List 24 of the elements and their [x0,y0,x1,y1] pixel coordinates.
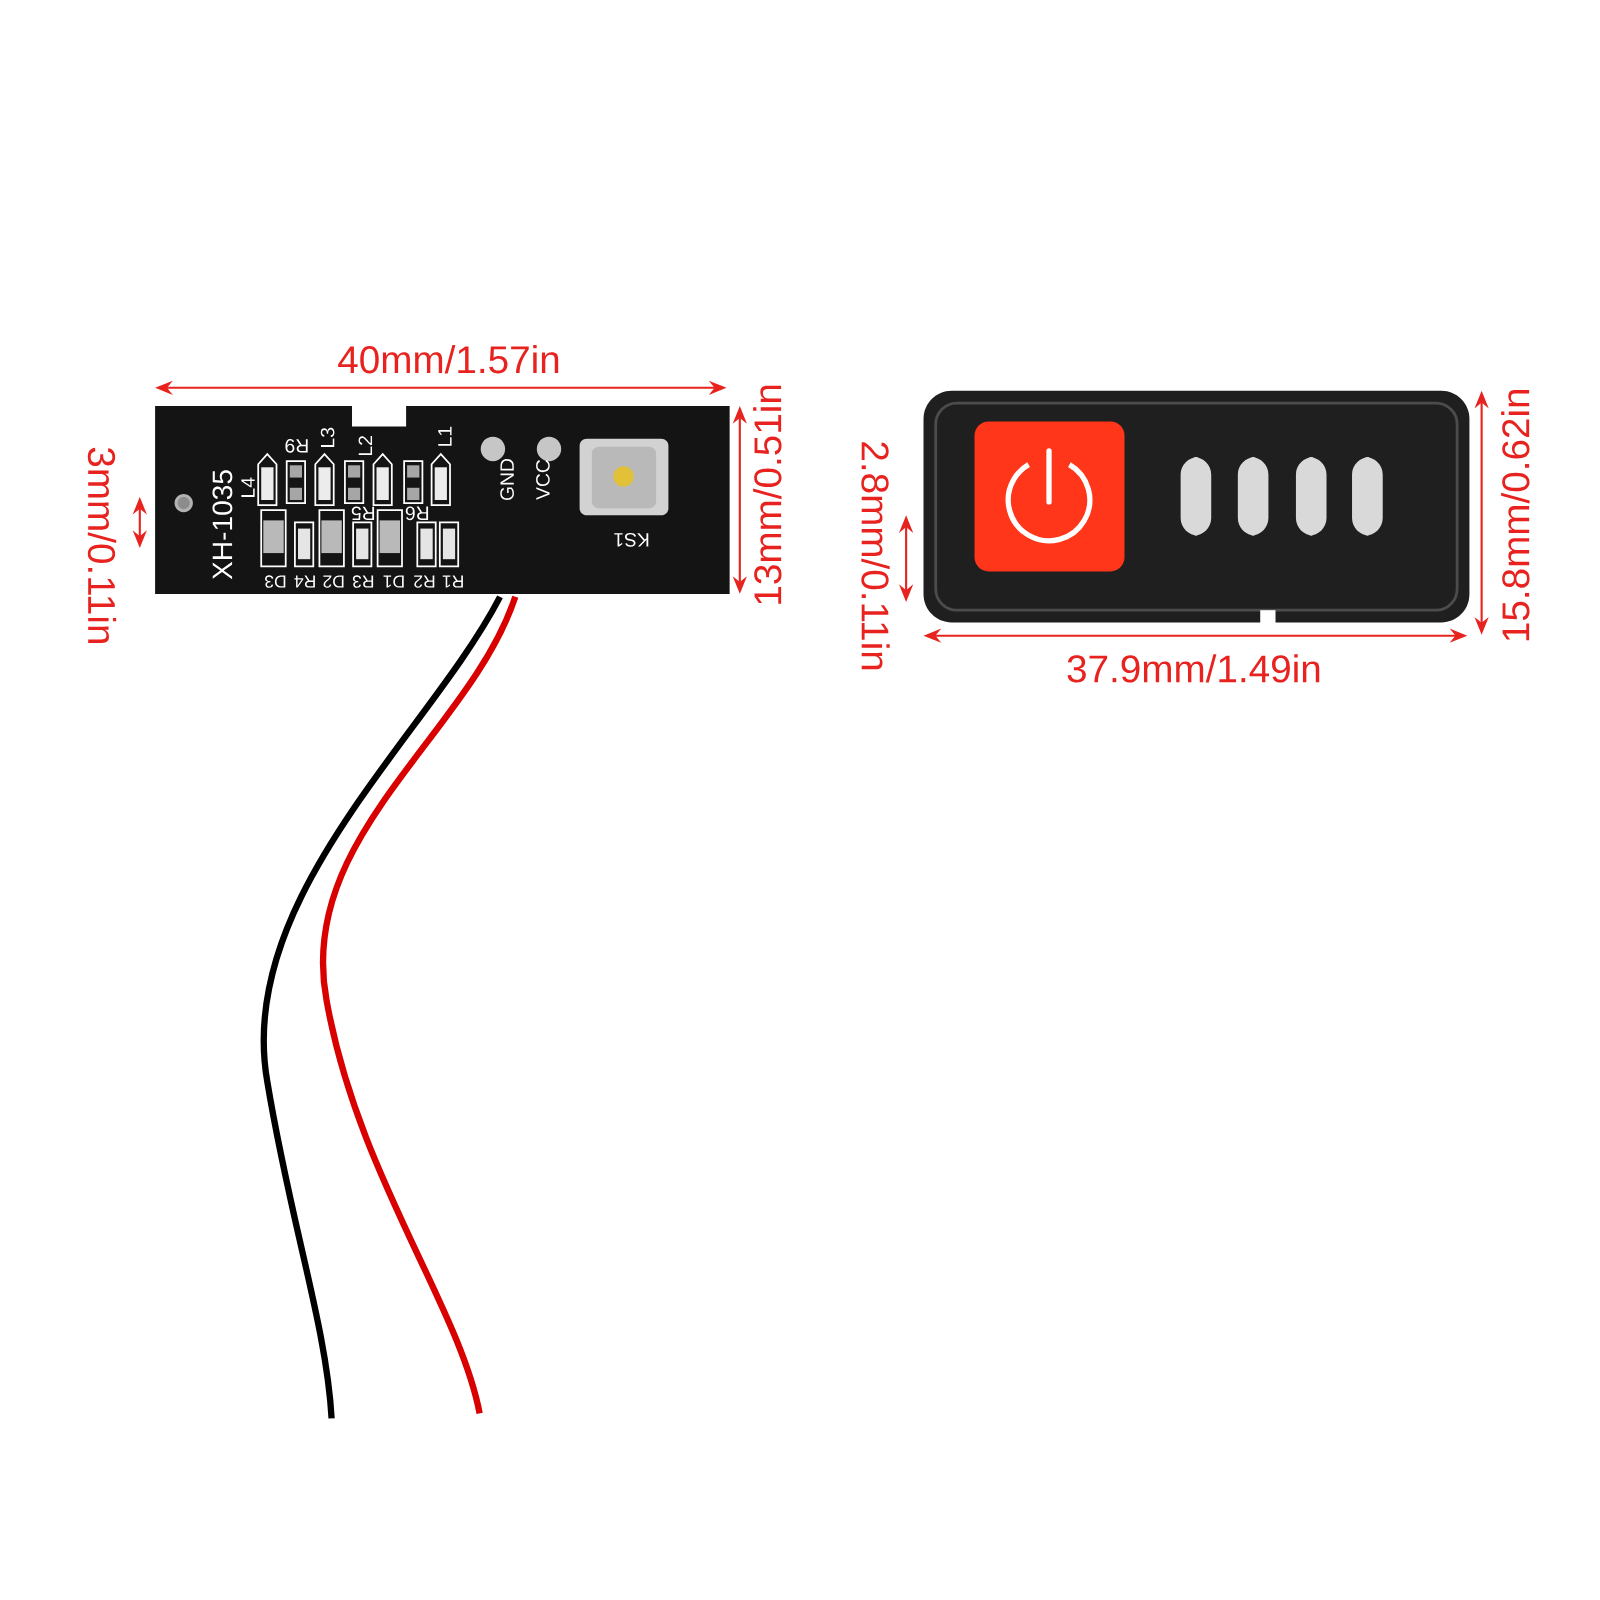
dimension-label: 37.9mm/1.49in [1067,654,1320,683]
dimension-label: 2.8mm/0.11in [861,442,890,670]
dimension-label: 3mm/0.11in [87,447,117,643]
silkscreen-label: L3 [320,427,335,447]
silkscreen-label: R9 [285,439,308,453]
silkscreen-label: GND [500,459,514,501]
silkscreen-label: D3 [265,575,286,588]
silkscreen-label: R3 [352,575,374,588]
silkscreen-label: VCC [536,459,550,500]
silkscreen-label: R4 [294,575,315,588]
silkscreen-label: R2 [414,575,435,588]
silkscreen-label: L1 [438,426,452,446]
dimension-label: 40mm/1.57in [338,345,559,374]
dimension-label: 13mm/0.51in [753,385,782,604]
silkscreen-label: L4 [241,477,255,497]
silkscreen-label: KS1 [614,532,649,547]
silkscreen-label: R1 [442,575,463,588]
silkscreen-label: R5 [351,506,375,520]
silkscreen-label: L2 [358,436,373,456]
silkscreen-label: D1 [383,575,404,588]
dimension-label: 15.8mm/0.62in [1501,390,1530,641]
silkscreen-label: R6 [405,506,429,521]
silkscreen-label: XH-1035 [212,470,233,580]
silkscreen-label: D2 [323,575,344,588]
